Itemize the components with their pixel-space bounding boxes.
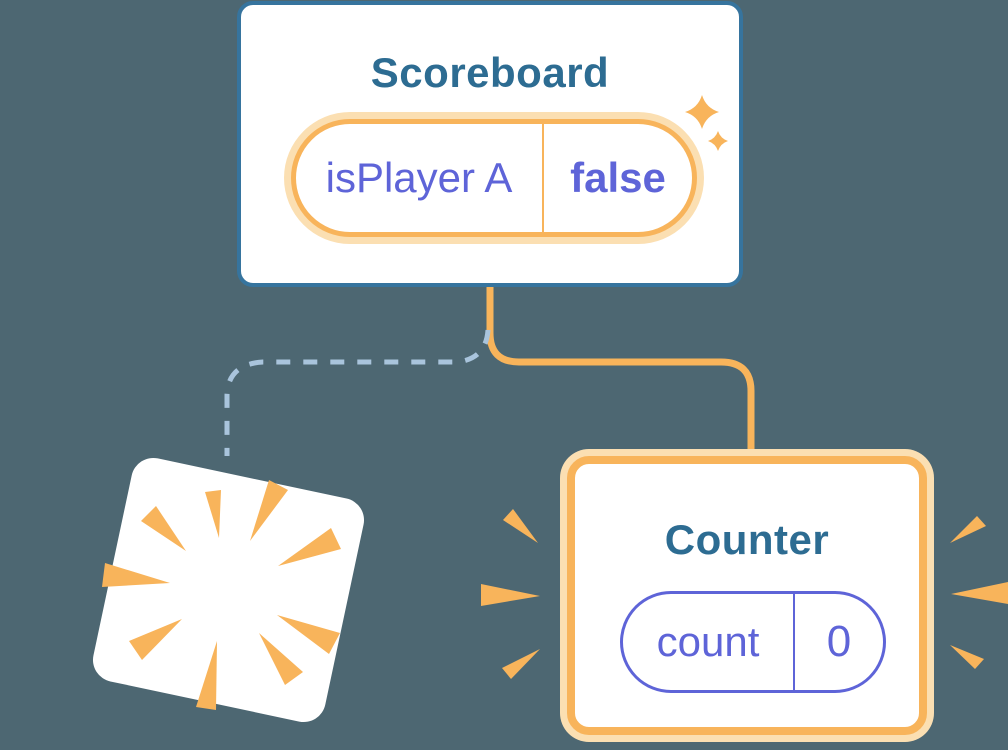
- pill-divider: [542, 124, 544, 232]
- destroyed-card: [88, 453, 369, 727]
- pill-divider: [793, 594, 795, 690]
- counter-card: Counter count 0: [567, 456, 927, 735]
- scoreboard-title: Scoreboard: [370, 49, 610, 96]
- state-value: false: [570, 154, 666, 201]
- scoreboard-state-pill: isPlayer A false: [291, 119, 697, 237]
- counter-title: Counter: [664, 516, 830, 563]
- dashed-connector-line: [224, 329, 491, 456]
- solid-connector-line: [486, 283, 755, 462]
- scoreboard-card: Scoreboard isPlayer A false: [237, 1, 743, 287]
- counter-state-pill: count 0: [620, 591, 886, 693]
- state-key: count: [656, 618, 760, 665]
- state-key: isPlayer A: [325, 154, 513, 201]
- state-value: 0: [826, 617, 852, 666]
